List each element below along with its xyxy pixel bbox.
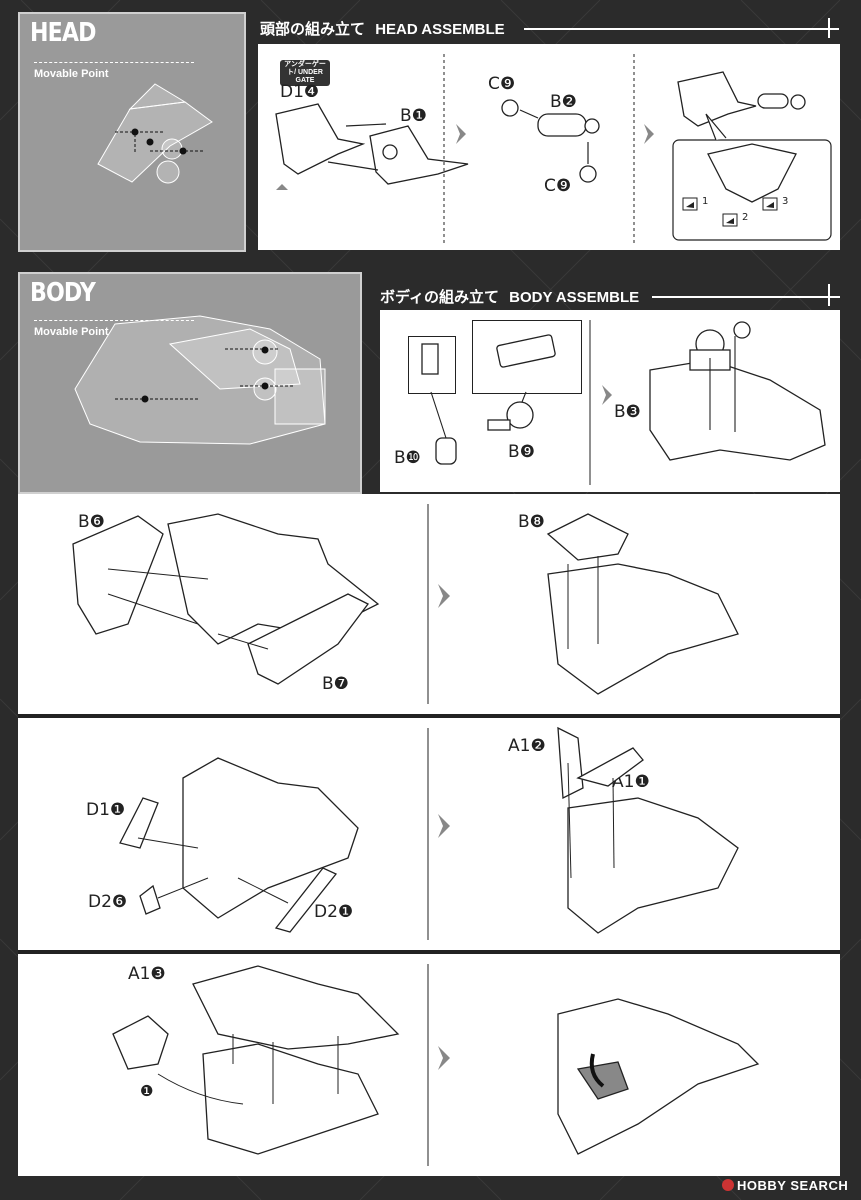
head-section-tick — [828, 18, 830, 38]
head-reference-panel: HEAD Movable Point — [18, 12, 246, 252]
part-label-a1-3: A1❸ — [128, 964, 166, 984]
body-translucent-illustration — [74, 315, 326, 445]
part-label-a1-1: A1❶ — [612, 772, 650, 792]
watermark-text: HOBBY SEARCH — [737, 1178, 849, 1193]
part-label-b2: B❷ — [550, 92, 577, 112]
part-label-d2-6: D2❻ — [88, 892, 128, 912]
body-section-title-en: BODY ASSEMBLE — [509, 289, 640, 306]
movable-point-label: Movable Point — [34, 326, 109, 338]
body-section-title: ボディの組み立て BODY ASSEMBLE — [380, 286, 639, 307]
part-label-c9-top: C❾ — [488, 74, 516, 94]
step-divider-1 — [18, 714, 840, 718]
body-step4-panel: A1❸ ❶ ❷ — [18, 954, 840, 1176]
head-section-title-jp: 頭部の組み立て — [260, 21, 366, 38]
part-label-b10: B❿ — [394, 448, 421, 468]
head-translucent-illustration — [97, 83, 213, 184]
head-section-rule — [524, 28, 839, 30]
body-step2-illustration — [72, 504, 739, 704]
body-step4-illustration — [112, 964, 760, 1166]
part-label-d2-1: D2❶ — [314, 902, 354, 922]
indicator-2: 2 — [742, 212, 749, 223]
body-step1-illustration — [421, 320, 826, 485]
indicator-1: 1 — [702, 196, 709, 207]
step-marker-1: ❶ — [140, 1082, 154, 1100]
body-section-rule — [652, 296, 840, 298]
part-label-b1: B❶ — [400, 106, 427, 126]
part-label-b6: B❻ — [78, 512, 105, 532]
body-step3-panel: D1❶ D2❻ D2❶ A1❷ A1❶ — [18, 718, 840, 950]
dash-rule — [34, 320, 194, 321]
body-section-tick — [828, 284, 830, 306]
body-reference-panel: BODY Movable Point — [18, 272, 362, 494]
part-label-a1-2: A1❷ — [508, 736, 546, 756]
dash-rule — [34, 62, 194, 63]
under-gate-label: アンダーゲート/ UNDER GATE — [280, 60, 330, 86]
body-step1-panel: B❿ B❾ B❸ — [380, 310, 840, 492]
movable-point-label: Movable Point — [34, 68, 109, 80]
part-label-d1-4: D1❹ — [280, 82, 320, 102]
part-label-b9: B❾ — [508, 442, 535, 462]
head-section-title-en: HEAD ASSEMBLE — [375, 21, 505, 38]
body-section-title-jp: ボディの組み立て — [380, 289, 499, 306]
head-section-title: 頭部の組み立て HEAD ASSEMBLE — [260, 18, 505, 39]
body-step2-panel: B❻ B❼ B❽ — [18, 494, 840, 714]
part-label-b7: B❼ — [322, 674, 349, 694]
part-label-b8: B❽ — [518, 512, 545, 532]
step-divider-2 — [18, 950, 840, 954]
head-assembly-illustration — [275, 54, 832, 244]
head-tag: HEAD — [30, 18, 97, 48]
watermark-icon — [722, 1179, 734, 1191]
part-label-c9-bottom: C❾ — [544, 176, 572, 196]
part-label-d1-1: D1❶ — [86, 800, 126, 820]
part-label-b3: B❸ — [614, 402, 641, 422]
indicator-3: 3 — [782, 196, 789, 207]
body-step3-illustration — [119, 726, 739, 940]
body-tag: BODY — [30, 278, 96, 308]
head-assembly-panel: アンダーゲート/ UNDER GATE D1❹ B❶ C❾ B❷ C❾ — [258, 44, 840, 250]
hobby-search-watermark: HOBBY SEARCH — [722, 1178, 848, 1193]
